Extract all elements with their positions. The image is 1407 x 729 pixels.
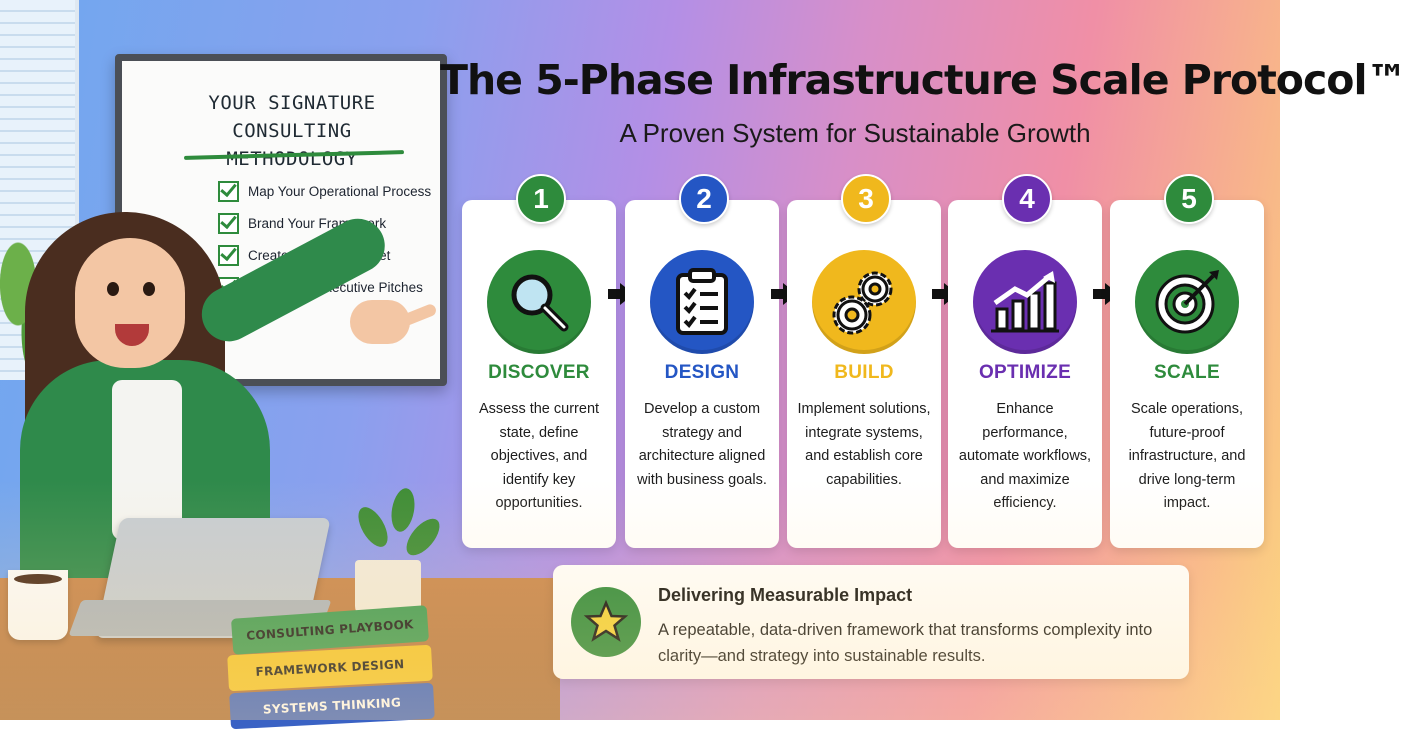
phase-number-badge: 2: [679, 174, 729, 224]
checkbox-checked-icon: [218, 244, 239, 266]
phase-description: Assess the current state, define objecti…: [478, 401, 600, 511]
checkbox-checked-icon: [218, 180, 239, 202]
eye-icon: [143, 282, 155, 296]
phase-description: Scale operations, future-proof infrastru…: [1128, 401, 1246, 511]
phase-number-badge: 5: [1164, 174, 1214, 224]
phase-card-discover: 1 DISCOVER Assess the current state, def…: [462, 174, 616, 548]
whiteboard-title-line-2: CONSULTING METHODOLOGY: [226, 120, 358, 170]
gears-icon: [812, 250, 916, 354]
phase-description: Develop a custom strategy and architectu…: [637, 401, 767, 488]
whiteboard-title-line-1: YOUR SIGNATURE: [208, 92, 376, 114]
checkbox-checked-icon: [218, 212, 239, 234]
checklist-item-label: Map Your Operational Process: [248, 183, 432, 199]
impact-title: Delivering Measurable Impact: [658, 585, 913, 605]
checklist-item: Map Your Operational Process: [218, 175, 431, 207]
impact-description: A repeatable, data-driven framework that…: [658, 621, 1153, 665]
clipboard-checklist-icon: [650, 250, 754, 354]
plant-leaf: [388, 486, 418, 534]
coffee-mug-icon: [8, 570, 68, 640]
phase-name: DESIGN: [664, 362, 740, 383]
phase-card-build: 3 BUILD Implement solutions, integrate s…: [787, 174, 941, 548]
whiteboard-title: YOUR SIGNATURE CONSULTING METHODOLOGY: [162, 89, 422, 173]
infographic: YOUR SIGNATURE CONSULTING METHODOLOGY Ma…: [0, 0, 1280, 720]
smile-icon: [115, 324, 149, 346]
phase-number-badge: 1: [516, 174, 566, 224]
phase-name: DISCOVER: [488, 362, 590, 383]
phase-name: BUILD: [834, 362, 894, 383]
consultant-shirt: [112, 380, 182, 540]
phase-name: OPTIMIZE: [978, 362, 1072, 383]
phase-description: Implement solutions, integrate systems, …: [797, 401, 931, 488]
consultant-face: [75, 238, 185, 368]
impact-card: Delivering Measurable Impact A repeatabl…: [553, 565, 1189, 679]
star-icon: [571, 587, 641, 657]
plant-leaf: [352, 502, 394, 552]
phase-name: SCALE: [1154, 362, 1220, 383]
phase-card-design: 2 DESIGN Develop a custom strategy and a…: [625, 174, 779, 548]
phase-number-badge: 3: [841, 174, 891, 224]
phase-description: Enhance performance, automate workflows,…: [958, 401, 1092, 511]
phase-card-scale: 5 SCALE Scale operations, future-proof i…: [1110, 174, 1264, 548]
magnifying-glass-icon: [487, 250, 591, 354]
page-subtitle: A Proven System for Sustainable Growth: [619, 118, 1091, 148]
phase-card-optimize: 4 OPTIMIZE Enhance performance, automate…: [948, 174, 1102, 548]
phase-number-badge: 4: [1002, 174, 1052, 224]
eye-icon: [107, 282, 119, 296]
growth-chart-icon: [973, 250, 1077, 354]
page-title: The 5-Phase Infrastructure Scale Protoco…: [440, 56, 1407, 104]
target-icon: [1135, 250, 1239, 354]
